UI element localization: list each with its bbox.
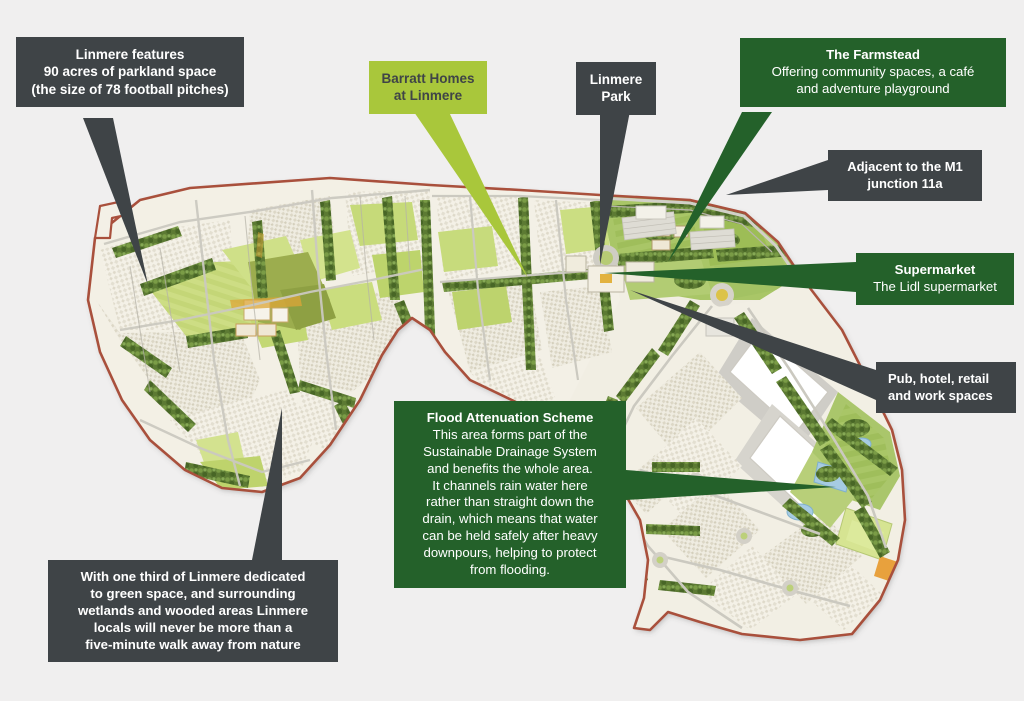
callout-barratt-homes[interactable]: Barratt Homes at Linmere: [369, 61, 487, 114]
callout-m1-junction[interactable]: Adjacent to the M1 junction 11a: [828, 150, 982, 202]
callout-pub-line2: and work spaces: [888, 387, 993, 403]
callout-flood-attenuation[interactable]: Flood Attenuation Scheme This area forms…: [394, 401, 626, 588]
callout-flood-line10: from flooding.: [470, 562, 550, 578]
callout-farmstead-line2: Offering community spaces, a café: [771, 63, 975, 79]
callout-nature-line4: locals will never be more than a: [93, 619, 293, 635]
callout-barratt-line1: Barratt Homes: [381, 71, 475, 86]
callout-nature-line2: to green space, and surrounding: [90, 585, 296, 601]
callout-green-space[interactable]: With one third of Linmere dedicated to g…: [48, 560, 338, 663]
callout-pub-line1: Pub, hotel, retail: [888, 371, 990, 386]
callout-flood-line7: drain, which means that water: [422, 511, 598, 527]
callout-park-line2: Park: [601, 89, 631, 105]
callout-linmere-park[interactable]: Linmere Park: [576, 62, 656, 115]
callout-parkland-line1: Linmere features: [75, 47, 185, 62]
callout-park-line1: Linmere: [589, 72, 643, 87]
callout-nature-line5: five-minute walk away from nature: [85, 636, 301, 652]
callout-flood-line3: Sustainable Drainage System: [423, 443, 597, 459]
callout-supermarket-line2: The Lidl supermarket: [873, 278, 997, 294]
callout-flood-line9: downpours, helping to protect: [423, 545, 597, 561]
callout-parkland-line2: 90 acres of parkland space: [43, 64, 217, 80]
callout-farmstead-line3: and adventure playground: [796, 80, 950, 96]
callout-flood-line5: It channels rain water here: [432, 477, 588, 493]
callout-parkland-line3: (the size of 78 football pitches): [31, 81, 229, 97]
callout-supermarket-title: Supermarket: [894, 262, 976, 277]
callout-nature-line3: wetlands and wooded areas Linmere: [77, 602, 309, 618]
callout-flood-line8: can be held safely after heavy: [422, 528, 598, 544]
callout-m1-line2: junction 11a: [867, 175, 943, 191]
callout-flood-line2: This area forms part of the: [432, 426, 588, 442]
callout-flood-title: Flood Attenuation Scheme: [426, 410, 594, 425]
callout-nature-line1: With one third of Linmere dedicated: [80, 569, 306, 584]
callout-farmstead-title: The Farmstead: [826, 47, 920, 62]
callout-flood-line4: and benefits the whole area.: [427, 460, 593, 476]
callout-farmstead[interactable]: The Farmstead Offering community spaces,…: [740, 38, 1006, 107]
callout-m1-line1: Adjacent to the M1: [847, 159, 963, 174]
callout-supermarket[interactable]: Supermarket The Lidl supermarket: [856, 253, 1014, 305]
callout-barratt-line2: at Linmere: [393, 88, 463, 104]
callout-flood-line6: rather than straight down the: [426, 494, 594, 510]
callout-pub-hotel-retail[interactable]: Pub, hotel, retail and work spaces: [876, 362, 1016, 414]
callout-parkland[interactable]: Linmere features 90 acres of parkland sp…: [16, 37, 244, 107]
